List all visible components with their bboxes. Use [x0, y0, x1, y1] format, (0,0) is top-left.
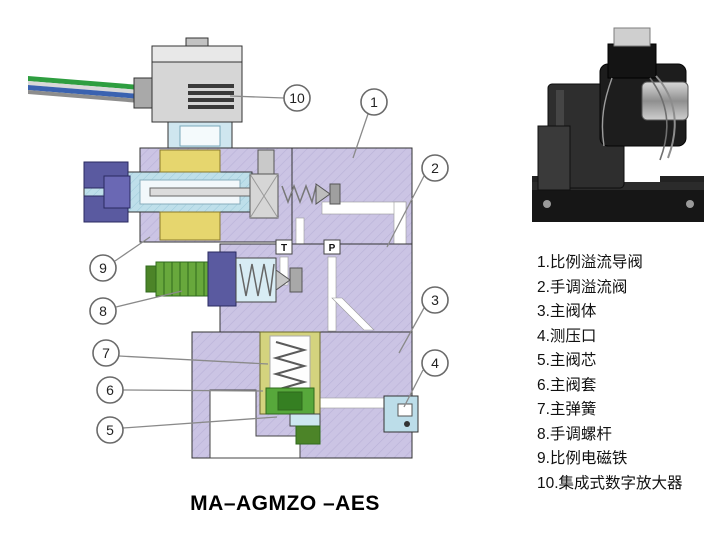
callout-8-number: 8: [99, 303, 107, 319]
callout-10: 10: [229, 84, 311, 112]
product-photo: [532, 27, 704, 222]
legend-item-10: 10.集成式数字放大器: [537, 474, 683, 492]
figure-title: MA–AGMZO –AES: [190, 492, 380, 515]
coil-bottom: [159, 211, 221, 241]
coil-top: [159, 149, 221, 173]
adjust-screw-assembly: [145, 251, 303, 307]
callout-7-number: 7: [102, 345, 110, 361]
callout-9: 9: [89, 236, 151, 282]
callout-9-number: 9: [99, 260, 107, 276]
legend-item-6: 6.主阀套: [537, 376, 597, 394]
callout-3-number: 3: [431, 292, 439, 308]
push-rod: [149, 187, 263, 197]
main-cartridge: [259, 331, 321, 415]
main-valve-body: [191, 331, 419, 459]
port-p-text: P: [329, 243, 336, 254]
solenoid-neck: [167, 121, 233, 151]
port-label-T: T: [275, 239, 293, 255]
legend-list: 1.比例溢流导阀 2.手调溢流阀 3.主阀体 4.测压口 5.主阀芯 6.主阀套…: [537, 251, 683, 496]
callout-4: 4: [403, 349, 449, 408]
legend-item-7: 7.主弹簧: [537, 401, 597, 418]
pressure-port: [383, 395, 419, 433]
callout-2-number: 2: [431, 160, 439, 176]
pilot-spring: [239, 263, 275, 297]
callout-7: 7: [92, 339, 269, 367]
callout-1-number: 1: [370, 94, 378, 110]
pilot-poppet: [315, 183, 331, 205]
legend-item-2: 2.手调溢流阀: [537, 278, 628, 296]
pilot-valve-block: [291, 147, 413, 245]
main-spring: [272, 341, 308, 391]
callout-4-number: 4: [431, 355, 439, 371]
manual-override: [83, 161, 131, 223]
port-label-P: P: [323, 239, 341, 255]
power-cable: [28, 76, 140, 103]
callout-5: 5: [96, 416, 278, 444]
legend-item-3: 3.主阀体: [537, 303, 597, 320]
callout-5-number: 5: [106, 422, 114, 438]
callout-3: 3: [398, 286, 449, 354]
digital-amplifier-connector: [151, 37, 243, 123]
callout-1: 1: [352, 88, 388, 159]
legend-item-9: 9.比例电磁铁: [537, 450, 628, 467]
callout-2: 2: [386, 154, 449, 248]
vent-slots: [188, 84, 234, 109]
callout-8: 8: [89, 290, 183, 325]
callout-10-number: 10: [289, 90, 305, 106]
legend-item-5: 5.主阀芯: [537, 352, 597, 369]
legend-item-8: 8.手调螺杆: [537, 425, 612, 443]
legend-item-1: 1.比例溢流导阀: [537, 254, 643, 271]
callout-6-number: 6: [106, 382, 114, 398]
port-t-text: T: [281, 243, 287, 254]
legend-item-4: 4.测压口: [537, 327, 597, 345]
callout-6: 6: [96, 376, 264, 404]
